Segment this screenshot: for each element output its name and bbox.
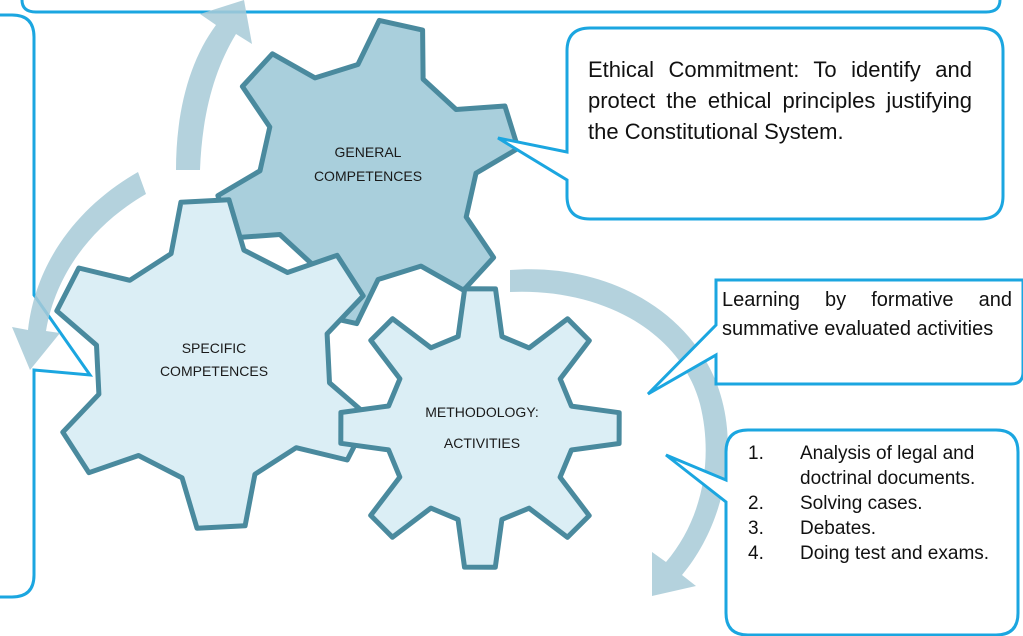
ethical-commitment-text: Ethical Commitment: To identify and prot…	[588, 57, 972, 144]
list-item-number: 2.	[748, 493, 764, 514]
activities-list: 1. Analysis of legal and doctrinal docum…	[748, 441, 1000, 566]
list-item-number: 1.	[748, 443, 764, 464]
list-item: 3. Debates.	[748, 516, 1000, 541]
gear-label-methodology-line2: ACTIVITIES	[444, 435, 520, 451]
learning-text: Learning by formative and summative eval…	[722, 289, 1012, 340]
top-callout-box	[20, 0, 1002, 14]
gear-label-specific-line2: COMPETENCES	[160, 363, 268, 379]
arrow-right-curve	[510, 269, 728, 596]
gear-label-specific-line1: SPECIFIC	[182, 340, 247, 356]
ethical-callout-box	[497, 26, 1005, 221]
list-item: 4. Doing test and exams.	[748, 541, 1000, 566]
arrow-left-curve	[12, 172, 146, 370]
list-item-text: Analysis of legal and doctrinal document…	[800, 443, 976, 489]
gear-general-competences	[215, 17, 521, 327]
gear-label-general-line1: GENERAL	[335, 144, 402, 160]
arrow-up-curve	[176, 0, 252, 170]
list-item-text: Solving cases.	[800, 493, 923, 514]
list-item: 1. Analysis of legal and doctrinal docum…	[748, 441, 1000, 491]
gear-label-methodology-line1: METHODOLOGY:	[425, 404, 539, 420]
list-item-text: Doing test and exams.	[800, 543, 990, 564]
gear-specific-competences	[54, 197, 372, 531]
activities-callout-box	[665, 428, 1020, 636]
gear-label-general-line2: COMPETENCES	[314, 168, 422, 184]
list-item-number: 3.	[748, 518, 764, 539]
list-item: 2. Solving cases.	[748, 491, 1000, 516]
list-item-number: 4.	[748, 543, 764, 564]
gear-methodology-activities	[338, 286, 622, 570]
left-callout-box	[0, 13, 94, 599]
list-item-text: Debates.	[800, 518, 877, 539]
